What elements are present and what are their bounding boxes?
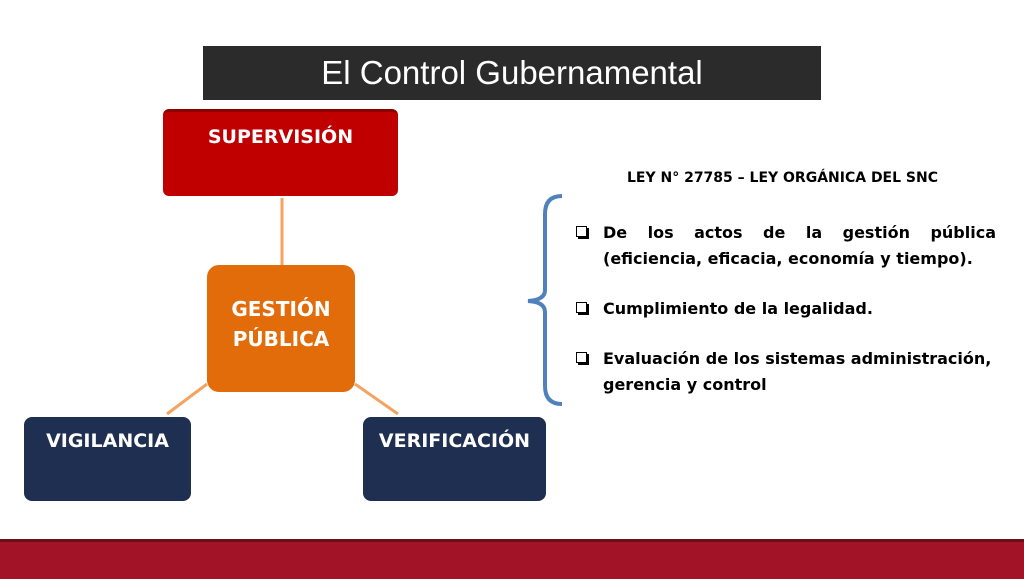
square-checkbox-icon — [576, 302, 587, 313]
connector-gestion-vigilancia — [166, 382, 208, 416]
list-item: Evaluación de los sistemas administració… — [574, 346, 996, 398]
left-curly-brace-icon — [527, 194, 563, 406]
node-gestion-publica: GESTIÓN PÚBLICA — [207, 265, 355, 392]
list-item-text: Cumplimiento de la legalidad. — [603, 299, 873, 318]
law-title: LEY N° 27785 – LEY ORGÁNICA DEL SNC — [626, 170, 938, 186]
square-checkbox-icon — [576, 226, 587, 237]
node-verificacion-label: VERIFICACIÓN — [378, 430, 531, 452]
square-checkbox-icon — [576, 352, 587, 363]
list-item: De los actos de la gestión pública (efic… — [574, 220, 996, 272]
node-supervision: SUPERVISIÓN — [163, 109, 398, 196]
connector-gestion-verificacion — [354, 382, 399, 416]
list-item-text: De los actos de la gestión pública (efic… — [603, 223, 996, 268]
page-title: El Control Gubernamental — [203, 46, 821, 100]
node-supervision-label: SUPERVISIÓN — [207, 126, 354, 148]
node-gestion-label-line2: PÚBLICA — [232, 326, 330, 351]
node-verificacion: VERIFICACIÓN — [363, 417, 546, 501]
law-items-list: De los actos de la gestión pública (efic… — [574, 220, 996, 422]
node-vigilancia-label: VIGILANCIA — [46, 430, 169, 452]
node-vigilancia: VIGILANCIA — [24, 417, 191, 501]
node-gestion-label-line1: GESTIÓN — [231, 296, 331, 321]
footer-bar — [0, 539, 1024, 579]
list-item-text: Evaluación de los sistemas administració… — [603, 349, 992, 394]
list-item: Cumplimiento de la legalidad. — [574, 296, 996, 322]
